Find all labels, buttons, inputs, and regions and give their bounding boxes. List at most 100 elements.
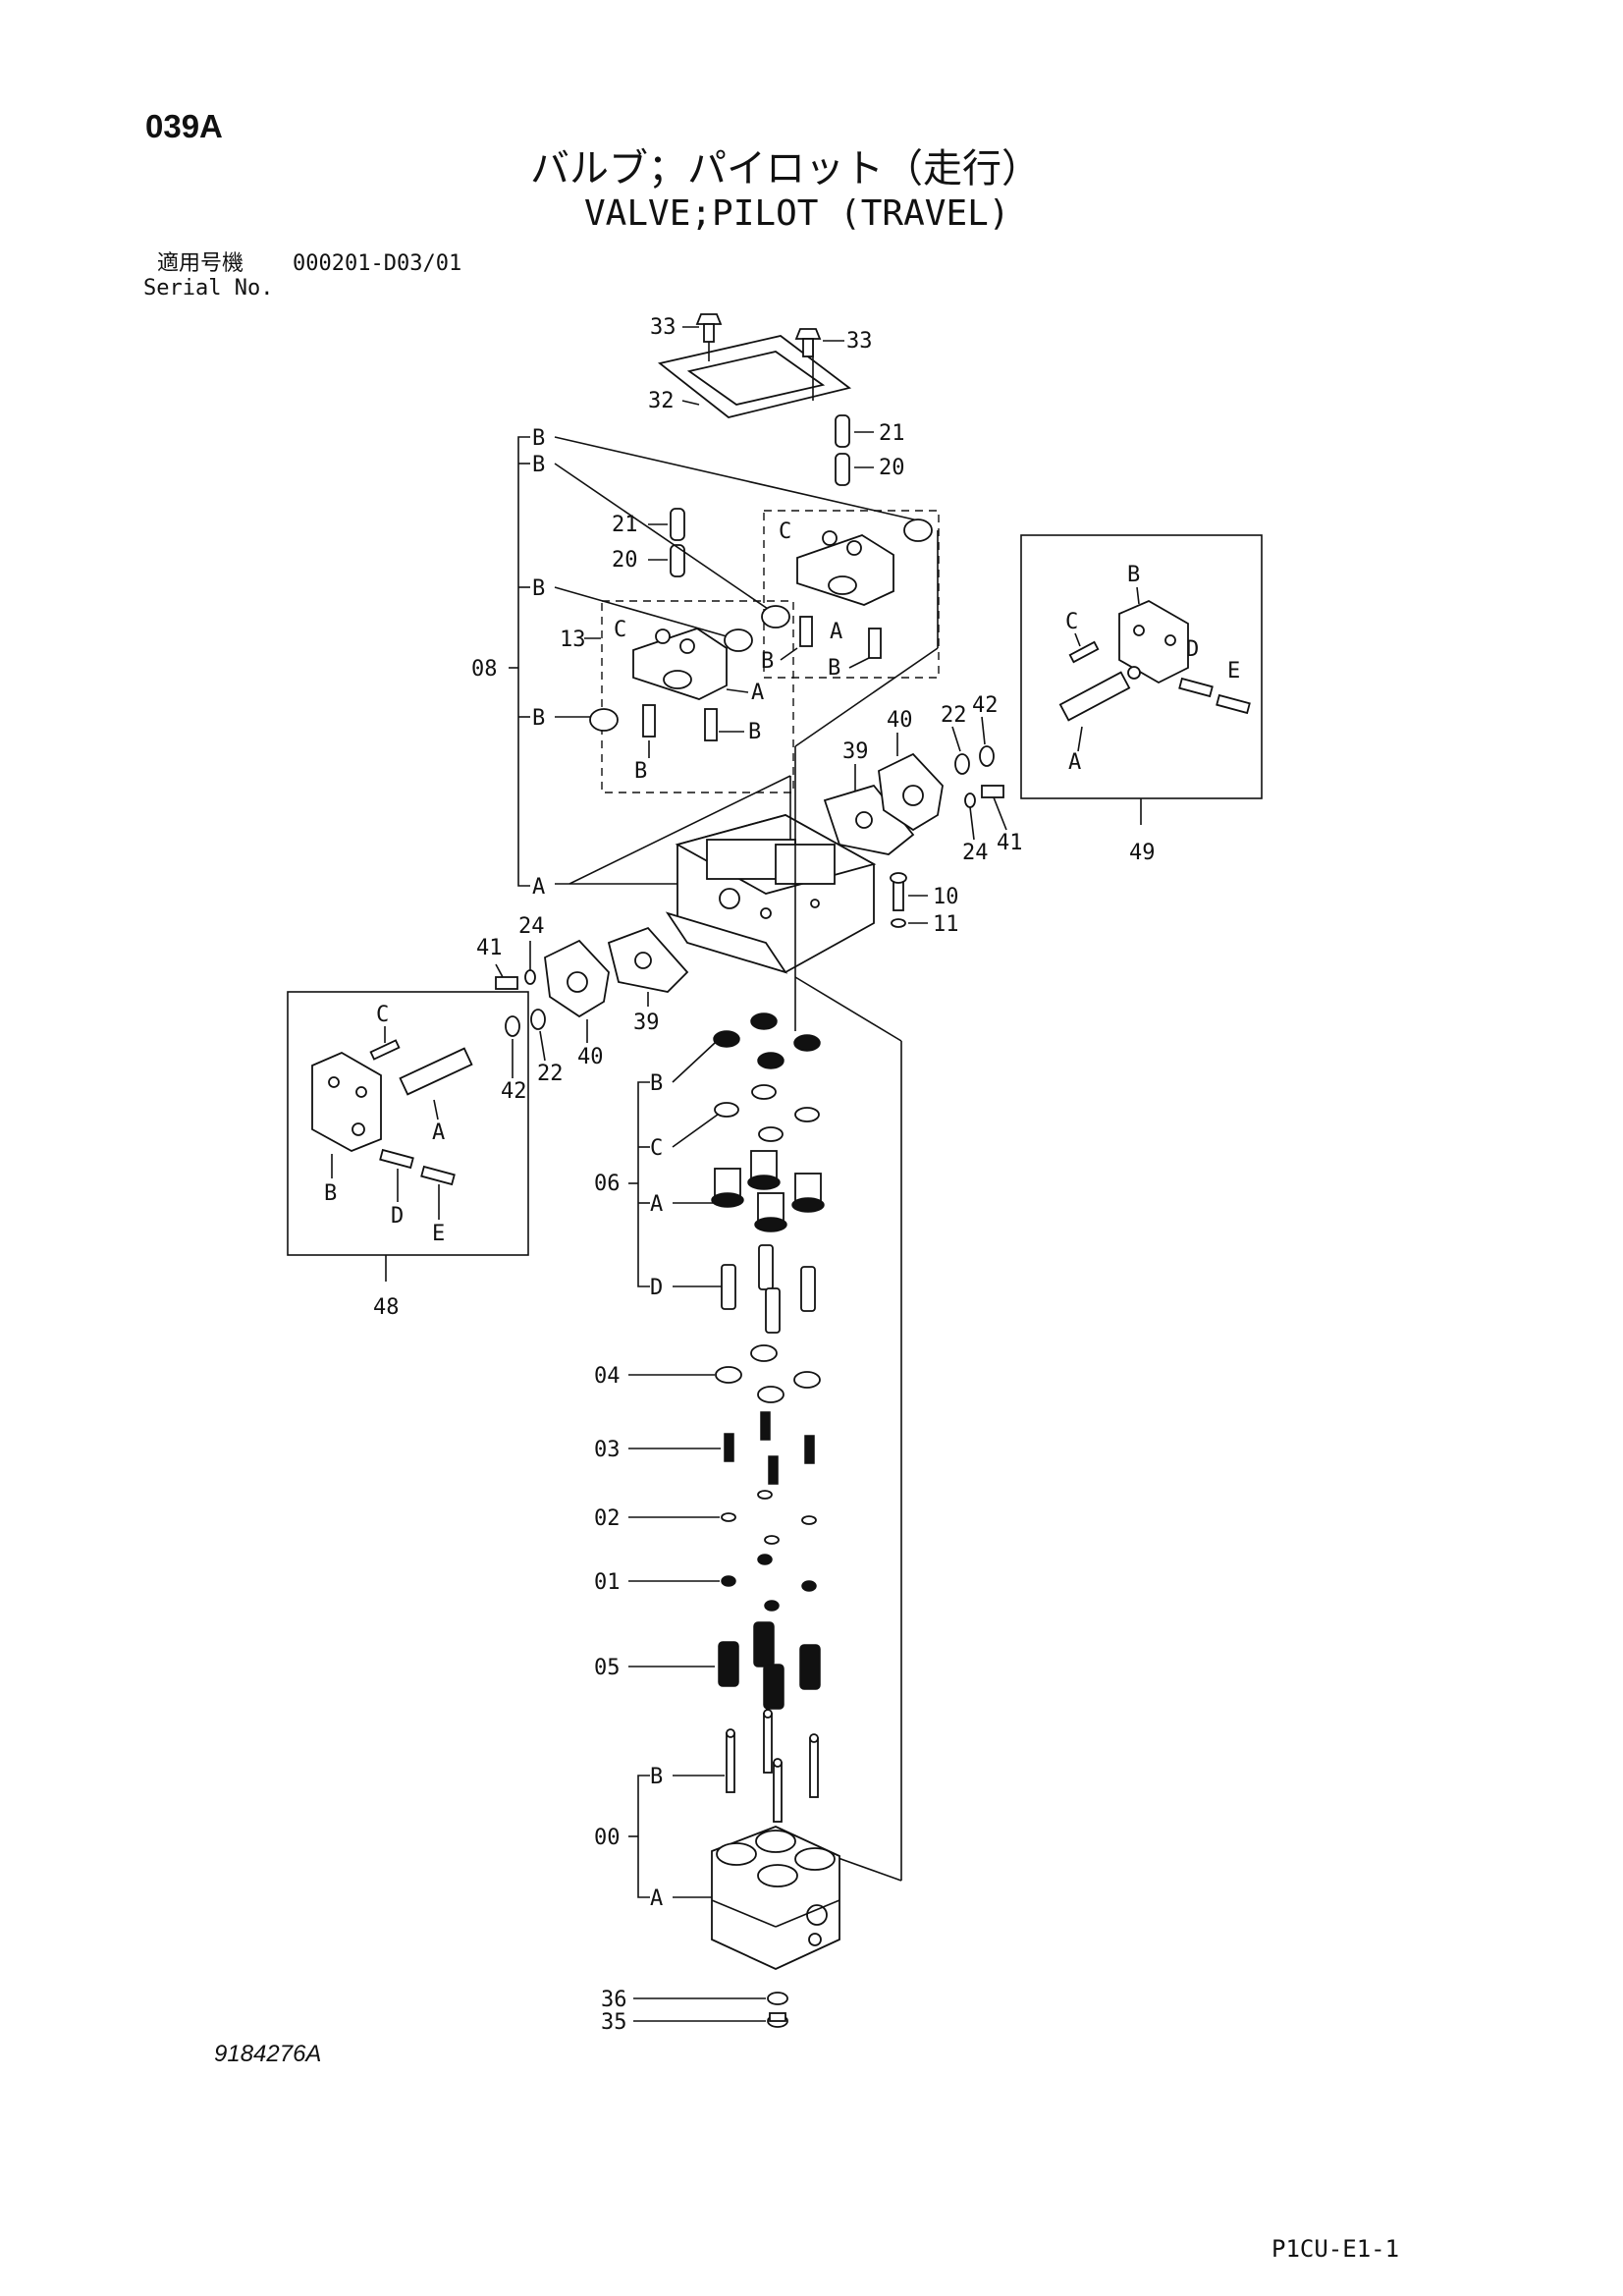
inset49-shaft-a [1058,671,1131,722]
screw-41-right [981,785,1004,798]
callout-42-left: 42 [501,1079,527,1104]
callout-35: 35 [601,2010,627,2035]
pusher-d-2 [758,1244,774,1290]
inset48-letter-a: A [432,1121,445,1145]
callout-00: 00 [594,1826,621,1850]
letter-a-00: A [650,1886,663,1911]
part-02-4 [764,1535,780,1545]
oring-c-4 [758,1126,784,1142]
letter-c-13: C [614,618,626,642]
letter-b-13-right: B [748,720,761,744]
pusher-d-3 [800,1266,816,1312]
callout-11: 11 [933,912,959,937]
seal-b-1 [713,1030,740,1048]
callout-22-right: 22 [941,703,967,728]
spool-b-1 [726,1728,735,1793]
part-04-4 [757,1386,784,1403]
callout-22-left: 22 [537,1062,564,1086]
inset49-block [1118,599,1189,684]
plug-35 [767,2012,788,2028]
bracket-13-left [632,628,728,741]
oring-c-3 [794,1107,820,1122]
callout-06: 06 [594,1172,621,1196]
callout-32: 32 [648,389,675,413]
inset48-letter-e: E [432,1222,445,1246]
plug-a-3 [791,1173,825,1213]
oring-c-2 [751,1084,777,1100]
plug-a-1 [711,1168,744,1208]
title-english: VALVE;PILOT (TRAVEL) [584,193,1010,234]
bushing-1 [589,708,619,732]
inset49-letter-a: A [1068,750,1081,775]
bushing-4 [903,519,933,542]
pin-21-right [835,414,850,448]
cover-plate-32 [657,319,852,418]
pusher-d-4 [765,1287,781,1334]
letter-a-upper: A [830,620,842,644]
pusher-d-1 [721,1264,736,1310]
inset48-letter-b: B [324,1181,337,1206]
oring-22-left [530,1009,546,1030]
letter-b-08-2: B [532,453,545,477]
letter-b-upper-2: B [828,656,840,681]
letter-b-08-1: B [532,426,545,451]
oring-36 [767,1992,788,2005]
ring-42-right [979,745,995,767]
spring-05-4 [763,1664,784,1710]
callout-24-right: 24 [962,841,989,865]
pin-20-left [670,544,685,577]
sheet-code: P1CU-E1-1 [1271,2235,1400,2263]
part-01-3 [801,1580,817,1592]
callout-20-left: 20 [612,548,638,573]
callout-01: 01 [594,1570,621,1595]
inset49-letter-e: E [1227,659,1240,683]
letter-c-upper: C [779,519,791,544]
part-04-3 [793,1371,821,1389]
callout-39-left: 39 [633,1011,660,1035]
bolt-33-left [695,313,723,343]
part-01-2 [757,1554,773,1565]
spring-03-3 [804,1435,815,1464]
inset48-shaft-a [399,1047,473,1096]
serial-number-value: 000201-D03/01 [293,251,462,276]
inset48-pin-e [420,1165,456,1186]
part-01-4 [764,1600,780,1612]
inset49-letter-c: C [1065,610,1078,634]
callout-40-right: 40 [887,708,913,733]
callout-05: 05 [594,1656,621,1680]
part-02-2 [757,1490,773,1500]
oring-c-1 [714,1102,739,1118]
letter-c-06: C [650,1136,663,1161]
oring-22-right [954,753,970,775]
callout-36: 36 [601,1988,627,2012]
part-02-1 [721,1512,736,1522]
letter-b-00: B [650,1765,663,1789]
valve-body-casing [665,814,877,974]
inset49-pin-d [1178,677,1214,698]
inset48-block [311,1051,382,1152]
pin-21-left [670,508,685,541]
seal-b-4 [757,1052,784,1069]
spring-05-2 [753,1621,775,1667]
inset48-pin-c [369,1039,401,1061]
callout-40-left: 40 [577,1045,604,1069]
callout-04: 04 [594,1364,621,1389]
letter-a-08: A [532,875,545,900]
spool-b-2 [763,1709,773,1774]
inset49-pin-c [1068,640,1100,664]
bolt-33-right [794,328,822,357]
letter-b-upper-1: B [761,649,774,674]
screw-41-left [495,976,518,990]
letter-b-08-3: B [532,576,545,601]
spring-03-1 [724,1433,734,1462]
letter-d-06: D [650,1276,663,1300]
inset-box-48 [287,991,529,1256]
callout-39-right: 39 [842,739,869,764]
inset48-pin-d [379,1148,414,1170]
seal-b-2 [750,1012,778,1030]
letter-a-13: A [751,681,764,705]
drawing-number: 9184276A [214,2041,322,2067]
spring-03-4 [768,1455,779,1485]
inset48-letter-d: D [391,1204,404,1229]
